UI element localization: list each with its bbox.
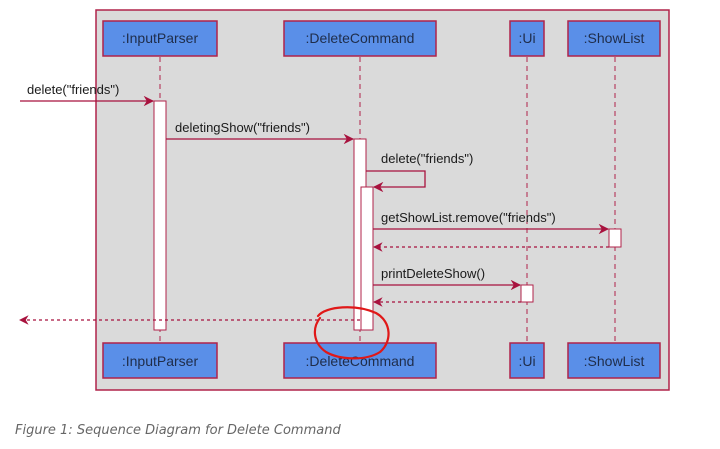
activation-show <box>608 228 622 248</box>
participant-box-delete-top <box>283 20 437 57</box>
participant-box-show-bottom <box>567 342 661 379</box>
participant-label-delete-bottom: :DeleteCommand <box>306 353 415 369</box>
participant-box-ui-bottom <box>509 342 545 379</box>
message-label-5: printDeleteShow() <box>381 266 485 281</box>
participant-label-parser-top: :InputParser <box>122 30 199 46</box>
message-label-1: delete("friends") <box>27 82 119 97</box>
activation-parser <box>153 100 167 331</box>
activation-ui <box>520 284 534 303</box>
message-label-4: getShowList.remove("friends") <box>381 210 556 225</box>
annotation-circle <box>313 306 390 360</box>
participant-box-show-top <box>567 20 661 57</box>
participant-box-delete-bottom <box>283 342 437 379</box>
activation-delete-inner <box>360 186 374 331</box>
diagram-frame <box>95 9 670 391</box>
figure-caption: Figure 1: Sequence Diagram for Delete Co… <box>15 423 341 438</box>
participant-label-parser-bottom: :InputParser <box>122 353 199 369</box>
message-arrow-3 <box>366 170 426 193</box>
message-label-3: delete("friends") <box>381 151 473 166</box>
participant-label-ui-bottom: :Ui <box>518 353 535 369</box>
participant-label-delete-top: :DeleteCommand <box>306 30 415 46</box>
participant-box-ui-top <box>509 20 545 57</box>
message-label-2: deletingShow("friends") <box>175 120 310 135</box>
participant-box-parser-bottom <box>102 342 218 379</box>
participant-box-parser-top <box>102 20 218 57</box>
participant-label-show-top: :ShowList <box>584 30 645 46</box>
participant-label-show-bottom: :ShowList <box>584 353 645 369</box>
participant-label-ui-top: :Ui <box>518 30 535 46</box>
